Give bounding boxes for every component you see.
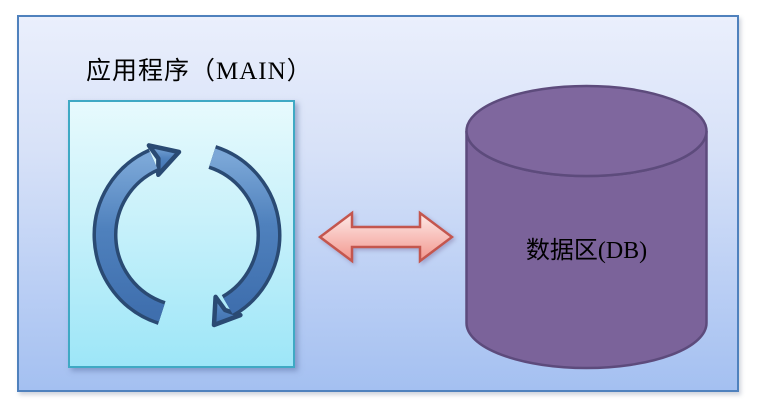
diagram-frame: 应用程序（MAIN） [17,15,739,392]
cycle-arrow-right [209,148,278,314]
database-label: 数据区(DB) [525,238,648,264]
cycle-arrow-left [95,151,165,322]
database-cylinder: 数据区(DB) [464,84,709,372]
cycle-arrow-left-head [146,143,182,178]
cylinder-top [465,84,708,178]
cylinder-icon [465,84,708,370]
double-headed-arrow-shape [318,210,454,264]
cycle-arrow-right-head [211,294,243,328]
cycle-arrows-icon [92,143,282,328]
double-headed-arrow-icon [318,210,454,264]
application-box [68,100,295,368]
application-title: 应用程序（MAIN） [86,58,313,85]
